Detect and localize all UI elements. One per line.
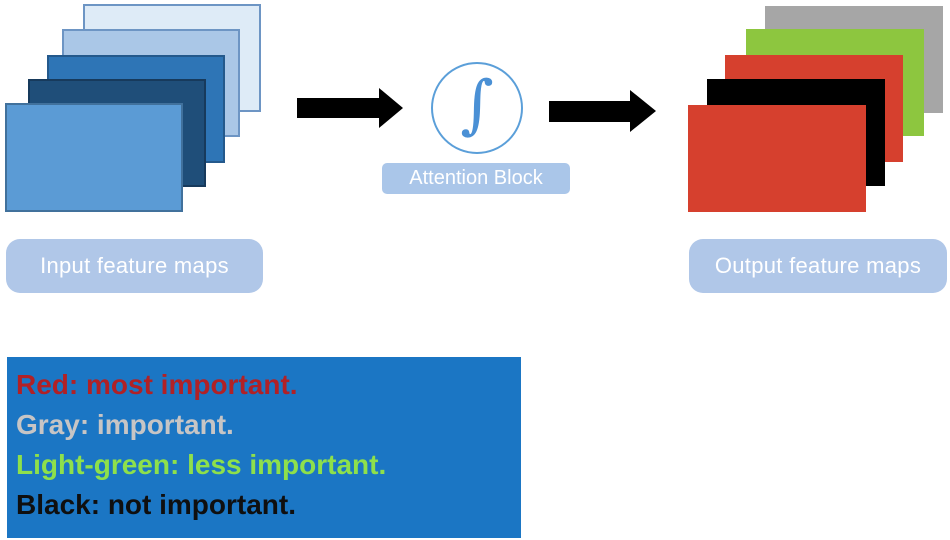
output-stack-caption-text: Output feature maps [714, 253, 922, 278]
output-map-layer-red-front [688, 105, 866, 212]
legend-line-green: Light-green: less important. [16, 449, 387, 480]
output-stack-caption: Output feature maps [689, 239, 947, 293]
legend-box: Red: most important. Gray: important. Li… [7, 357, 521, 538]
input-stack-caption: Input feature maps [6, 239, 263, 293]
legend-line-black: Black: not important. [16, 489, 297, 520]
legend-line-gray: Gray: important. [16, 409, 234, 440]
integral-icon: ∫ [460, 68, 494, 142]
attention-block-label: Attention Block [382, 163, 570, 194]
attention-block-label-text: Attention Block [409, 167, 543, 189]
arrow-right-icon [549, 90, 656, 132]
legend-line-red: Red: most important. [16, 369, 298, 400]
input-map-layer-front [5, 103, 183, 212]
input-stack-caption-text: Input feature maps [40, 253, 229, 278]
arrow-left-icon [297, 88, 403, 128]
attention-block-circle: ∫ [431, 62, 523, 154]
